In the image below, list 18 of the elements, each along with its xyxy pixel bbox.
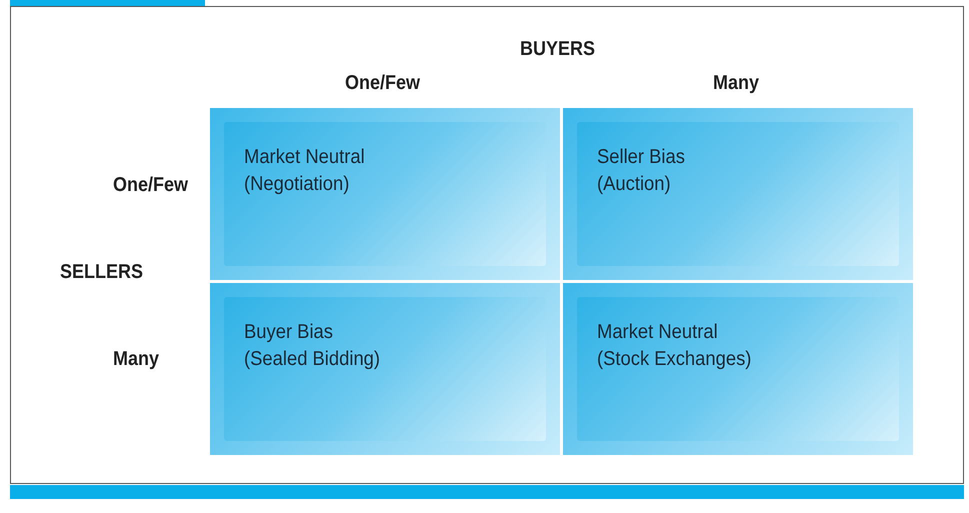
row-header: One/Few <box>113 174 188 197</box>
axis-title: SELLERS <box>60 261 144 284</box>
cell-heading: Market Neutral <box>597 320 719 345</box>
cell-example: (Negotiation) <box>244 172 350 197</box>
matrix-cell <box>563 108 913 280</box>
column-header: One/Few <box>345 72 420 95</box>
axis-title: BUYERS <box>520 38 596 61</box>
cell-heading: Seller Bias <box>597 145 686 170</box>
cell-example: (Stock Exchanges) <box>597 347 752 372</box>
matrix-cell <box>210 283 560 455</box>
row-header: Many <box>113 348 159 371</box>
column-header: Many <box>713 72 760 95</box>
matrix-cell <box>563 283 913 455</box>
cell-example: (Sealed Bidding) <box>244 347 382 372</box>
cell-heading: Buyer Bias <box>244 320 334 345</box>
cell-example: (Auction) <box>597 172 672 197</box>
cell-heading: Market Neutral <box>244 145 366 170</box>
matrix-cell <box>210 108 560 280</box>
